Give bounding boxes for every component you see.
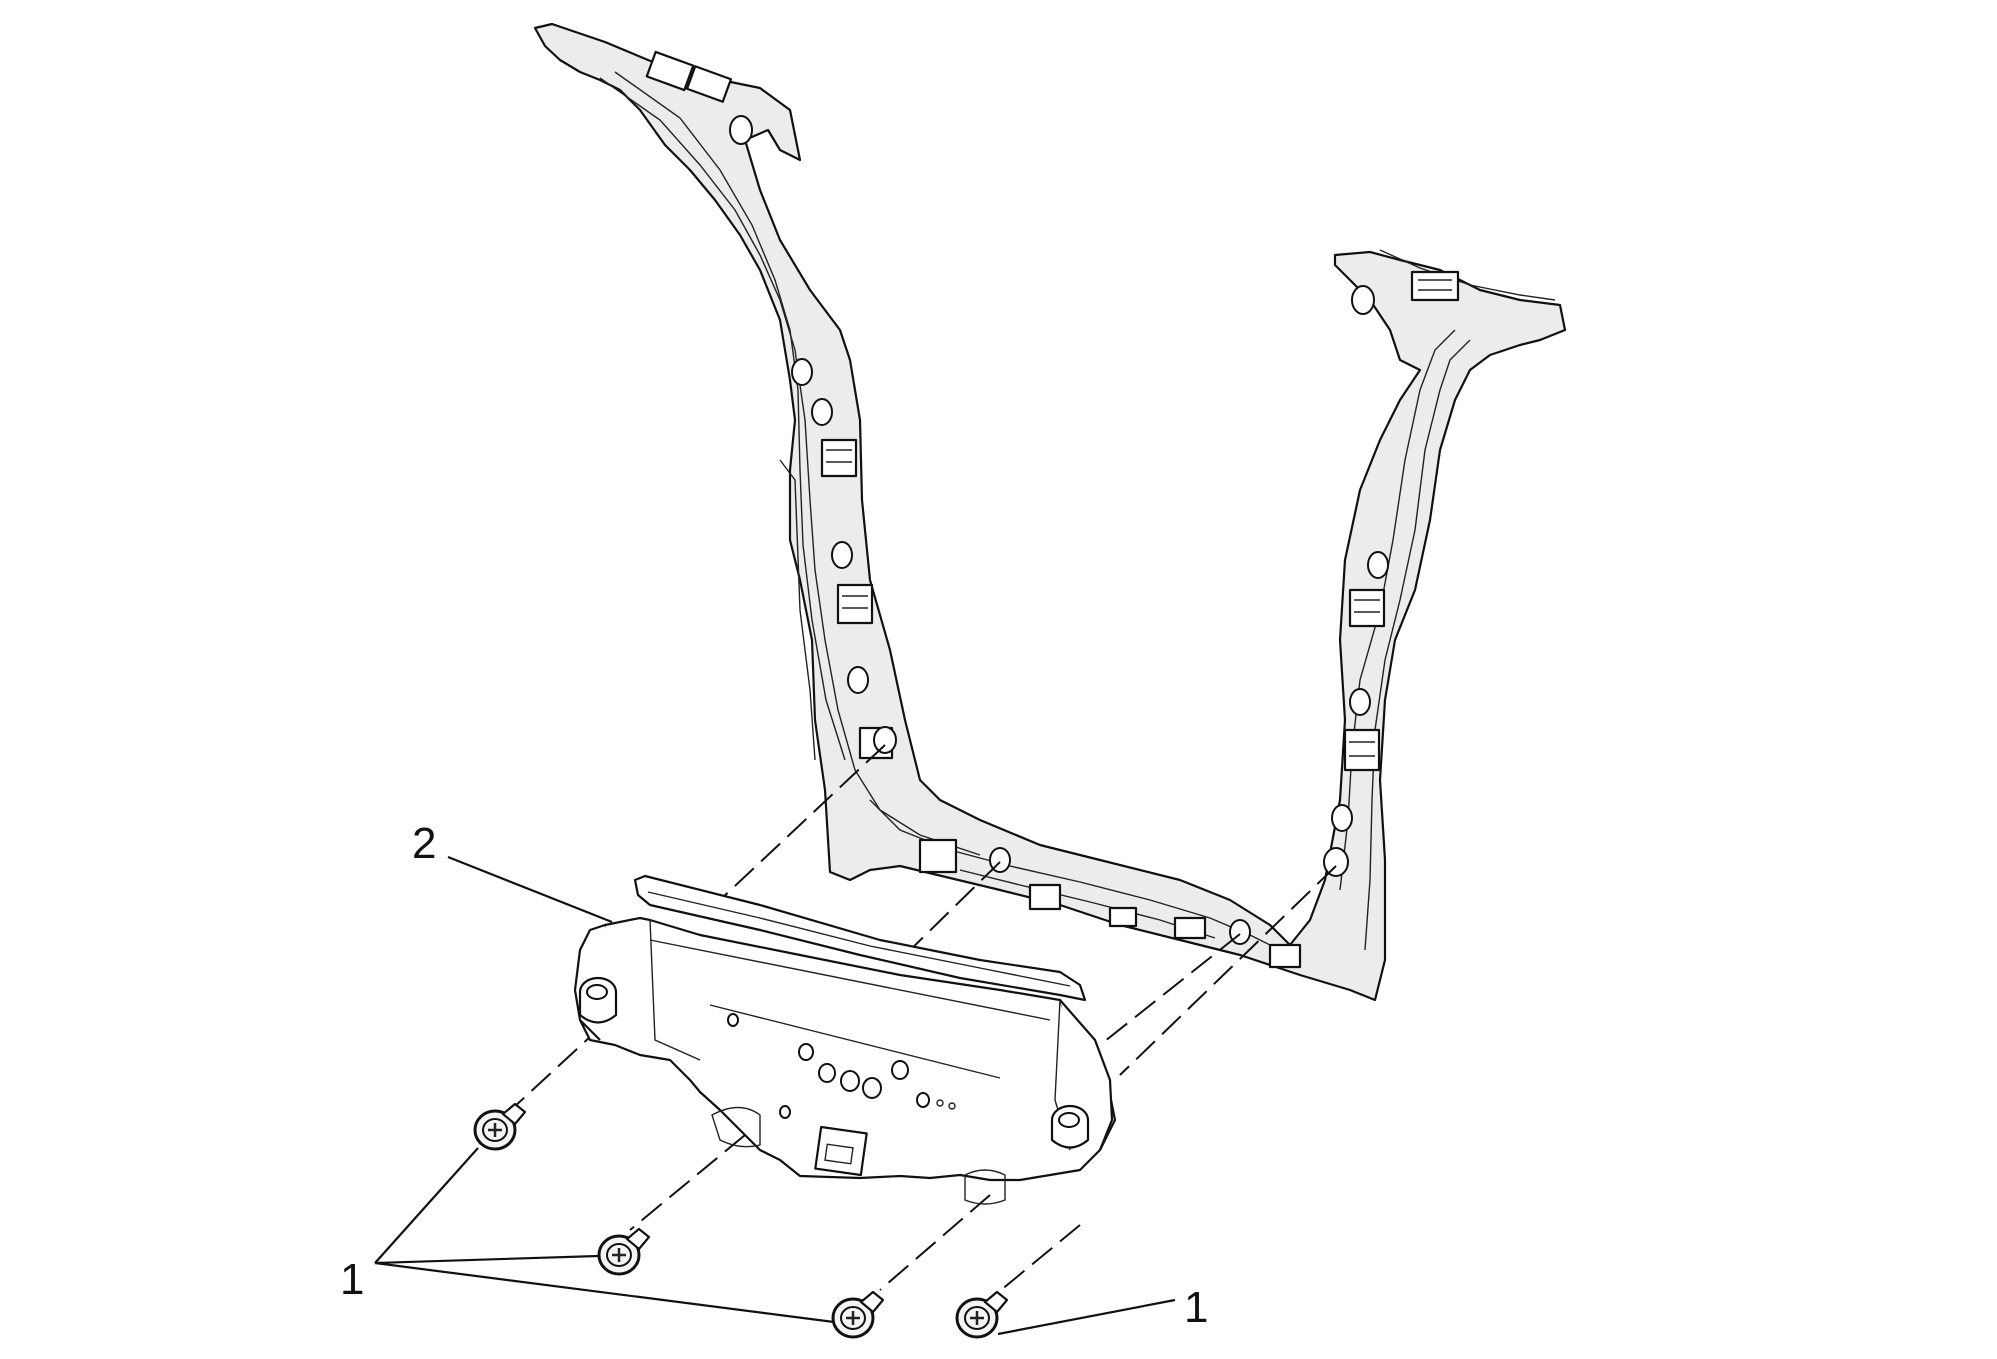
assembly-body [578, 916, 1117, 1182]
screw-4 [955, 1290, 1009, 1339]
screw-1 [473, 1102, 527, 1151]
bezel-left-arm [533, 22, 1567, 1002]
trim-bezel [533, 22, 1567, 1002]
bezel-clips [645, 50, 1460, 969]
screw-3 [831, 1290, 885, 1339]
callout-control-assembly: 2 [412, 819, 436, 868]
leader-lines [374, 855, 1176, 1336]
assembly-top-strip [633, 874, 1087, 1002]
screw-2 [597, 1227, 651, 1276]
callout-fastener-right: 1 [1184, 1283, 1208, 1332]
electrical-connector [814, 1125, 868, 1177]
control-assembly [573, 874, 1117, 1205]
alignment-lines [499, 744, 1337, 1296]
callout-fasteners: 1 [340, 1255, 364, 1304]
